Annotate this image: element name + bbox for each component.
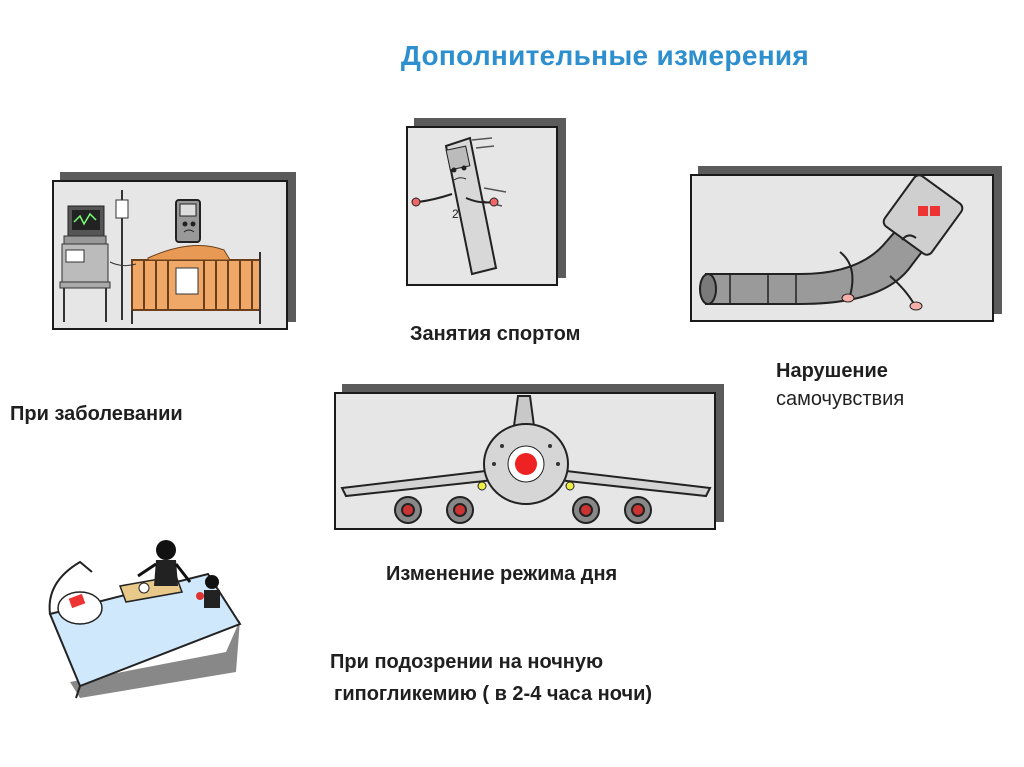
label-wellbeing-line1: Нарушение xyxy=(776,360,888,382)
label-wellbeing: Нарушение самочувствия xyxy=(776,357,904,413)
label-night-line1: При подозрении на ночную xyxy=(330,651,604,673)
slide-title: Дополнительные измерения xyxy=(400,40,810,71)
night-bed-illustration xyxy=(40,532,250,702)
sport-illustration: 2 xyxy=(406,118,566,286)
label-night: При подозрении на ночную гипогликемию ( … xyxy=(330,646,652,710)
label-wellbeing-line2: самочувствия xyxy=(776,388,905,410)
airplane-illustration xyxy=(334,384,724,530)
label-sport: Занятия спортом xyxy=(410,323,581,345)
label-night-line2: гипогликемию ( в 2-4 часа ночи) xyxy=(334,683,653,705)
svg-text:2: 2 xyxy=(452,207,459,221)
label-schedule: Изменение режима дня xyxy=(386,563,618,585)
wellbeing-illustration xyxy=(690,166,1002,322)
hospital-illustration xyxy=(52,172,296,330)
label-illness: При заболевании xyxy=(10,403,183,425)
